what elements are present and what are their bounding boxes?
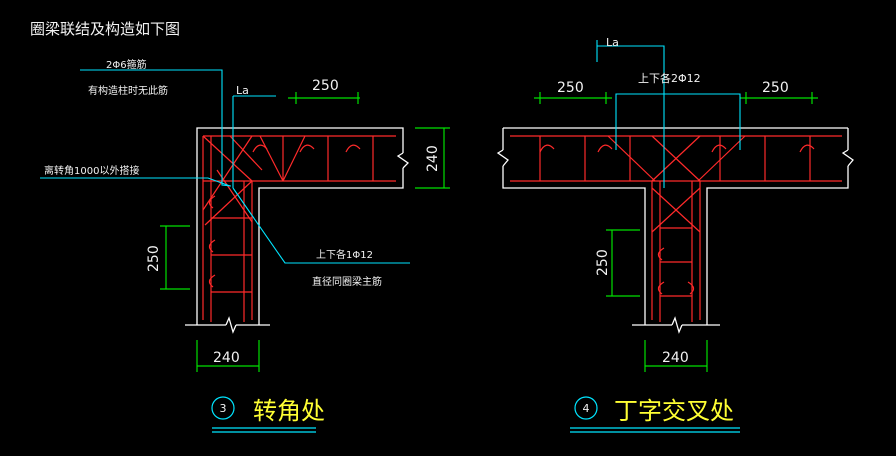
corner-anchor-label: La — [236, 84, 249, 97]
t-rebar-note: 上下各2Φ12 — [638, 71, 701, 85]
corner-rebar-note-line2: 直径同圈梁主筋 — [312, 275, 382, 288]
stirrup-note-line1: 2Φ6箍筋 — [106, 58, 147, 71]
t-dim-wall-width: 240 — [662, 350, 689, 366]
corner-rebar-note-line1: 上下各1Φ12 — [316, 248, 373, 261]
t-junction-caption: 4 丁字交叉处 — [570, 396, 740, 433]
corner-detail: 2Φ6箍筋 有构造柱时无此筋 离转角1000以外搭接 上下各1Φ12 直径同圈梁… — [40, 58, 450, 433]
t-dim-vertical: 250 — [595, 249, 611, 276]
corner-dim-vertical: 250 — [146, 245, 162, 272]
t-anchor-label: La — [606, 36, 619, 49]
corner-caption-circle — [211, 396, 235, 420]
t-wall-outline — [496, 127, 854, 334]
t-junction-dimensions — [534, 92, 818, 372]
t-junction-detail: La 上下各2Φ12 250 250 250 240 4 丁字交叉处 — [496, 36, 854, 433]
corner-leaders — [40, 69, 410, 264]
corner-rebar — [202, 135, 396, 322]
corner-lap-note: 离转角1000以外搭接 — [44, 164, 139, 177]
corner-dim-beam-width: 240 — [425, 145, 441, 172]
t-junction-leaders — [596, 40, 741, 188]
corner-dim-wall-width: 240 — [213, 350, 240, 366]
corner-dim-horizontal: 250 — [312, 78, 339, 94]
stirrup-note-line2: 有构造柱时无此筋 — [88, 84, 168, 97]
corner-wall-outline — [185, 127, 410, 334]
t-dim-left: 250 — [557, 80, 584, 96]
corner-caption-text: 转角处 — [253, 397, 325, 425]
corner-caption: 3 转角处 — [211, 396, 325, 433]
t-caption-number: 4 — [583, 402, 590, 415]
drawing-title: 圈梁联结及构造如下图 — [30, 20, 180, 38]
corner-caption-number: 3 — [220, 402, 227, 415]
corner-dimensions — [160, 92, 450, 372]
t-caption-circle — [574, 396, 598, 420]
t-dim-right: 250 — [762, 80, 789, 96]
t-caption-text: 丁字交叉处 — [614, 397, 734, 425]
